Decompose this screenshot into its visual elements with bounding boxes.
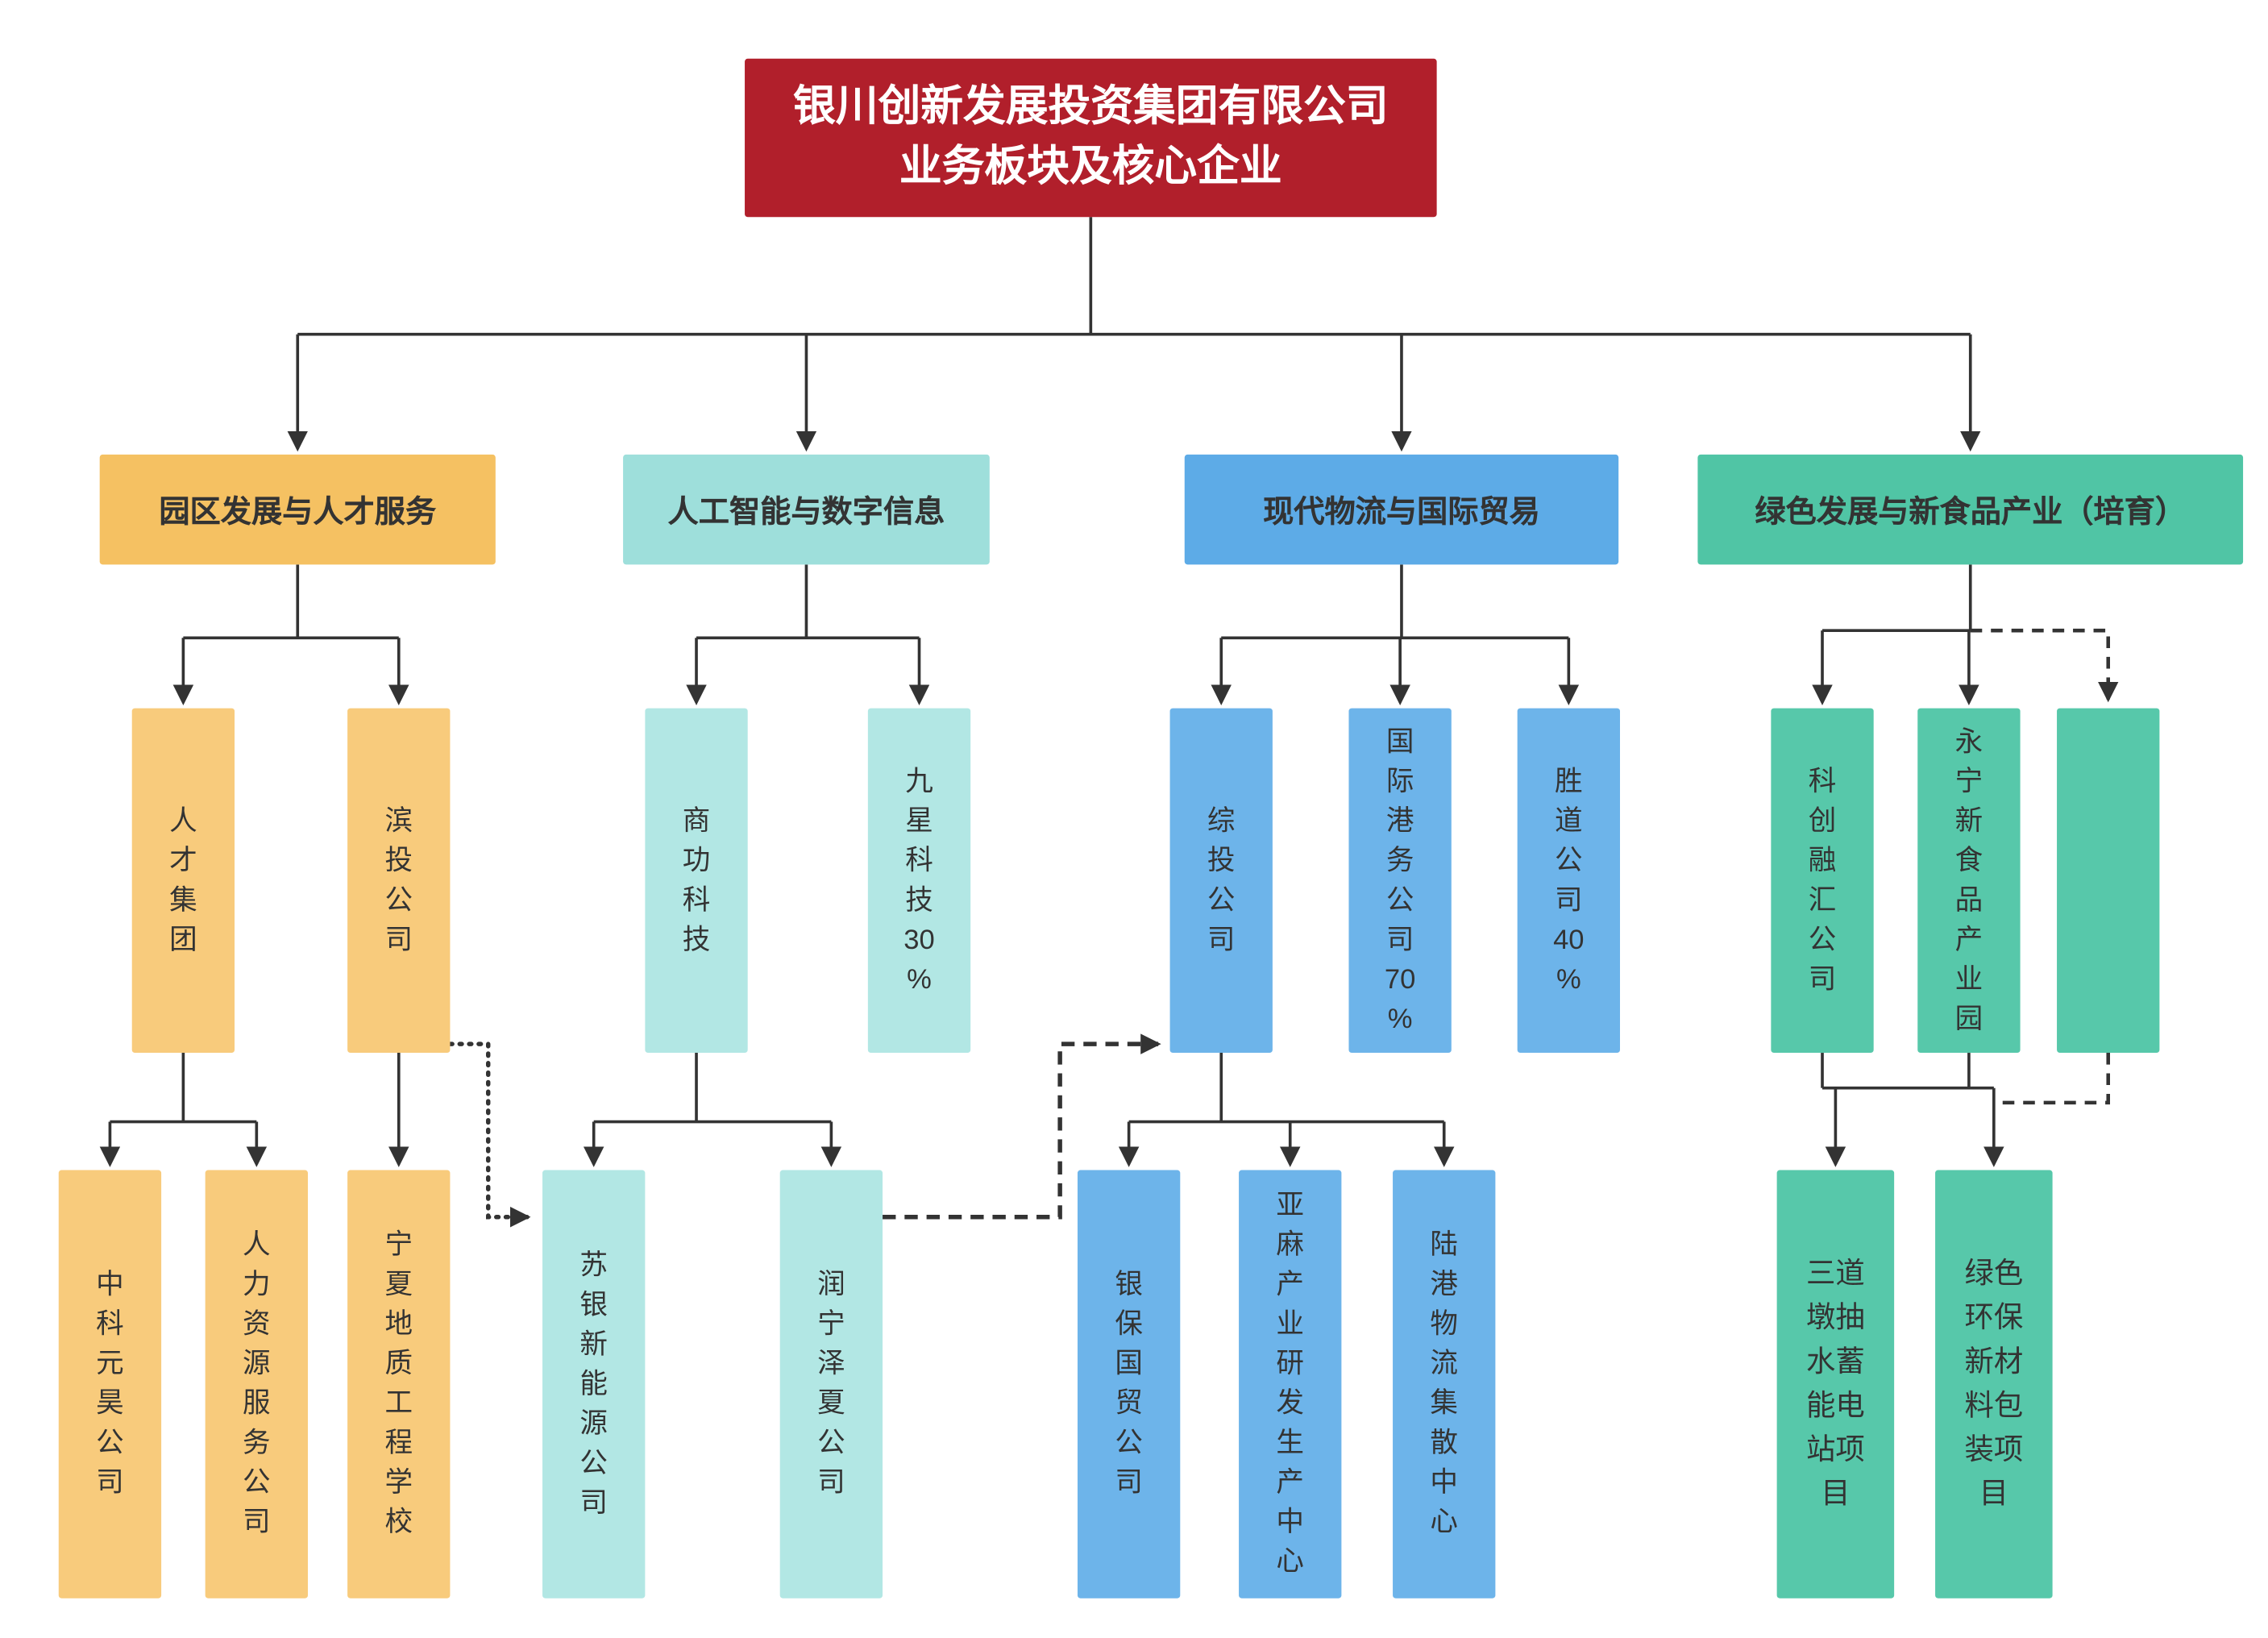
branch-header-park-talent: 园区发展与人才服务 [99, 454, 496, 565]
node-yinbao-trade: 银保国贸公司 [1077, 1170, 1181, 1599]
node-hr-services: 人力资源服务公司 [205, 1170, 308, 1599]
node-unlabeled-green [2057, 708, 2160, 1054]
node-bintou-company: 滨投公司 [347, 708, 451, 1054]
node-shanggong-tech: 商功科技 [645, 708, 748, 1054]
branch-header-ai-digital: 人工智能与数字信息 [623, 454, 990, 565]
node-lugang-logistics: 陆港物流集散中心 [1393, 1170, 1496, 1599]
node-talent-group: 人才集团 [131, 708, 235, 1054]
node-geology-school: 宁夏地质工程学校 [347, 1170, 451, 1599]
branch-header-green-food: 绿色发展与新食品产业（培育） [1697, 454, 2244, 565]
node-yongning-food-park: 永宁新食品产业园 [1917, 708, 2021, 1054]
node-zhongke-yuanhao: 中科元昊公司 [58, 1170, 162, 1599]
node-green-packaging-project: 绿色环保新材料包装项目 [1935, 1170, 2053, 1599]
node-sandaodun-project: 三道墩抽水蓄能电站项目 [1776, 1170, 1895, 1599]
root-title-line1: 银川创新发展投资集团有限公司 [793, 83, 1389, 131]
root-title-box: 银川创新发展投资集团有限公司 业务板块及核心企业 [745, 58, 1437, 218]
solid-connectors [99, 217, 2004, 1167]
node-flax-rd-center: 亚麻产业研发生产中心 [1239, 1170, 1342, 1599]
node-kechuang-ronghui: 科创融汇公司 [1771, 708, 1874, 1054]
dashed-connectors [447, 628, 2119, 1228]
node-zongtou-company: 综投公司 [1169, 708, 1273, 1054]
root-title-line2: 业务板块及核心企业 [899, 143, 1282, 191]
branch-header-logistics-trade: 现代物流与国际贸易 [1184, 454, 1619, 565]
node-suyin-new-energy: 苏银新能源公司 [542, 1170, 646, 1599]
node-runningzexia: 润宁泽夏公司 [779, 1170, 883, 1599]
